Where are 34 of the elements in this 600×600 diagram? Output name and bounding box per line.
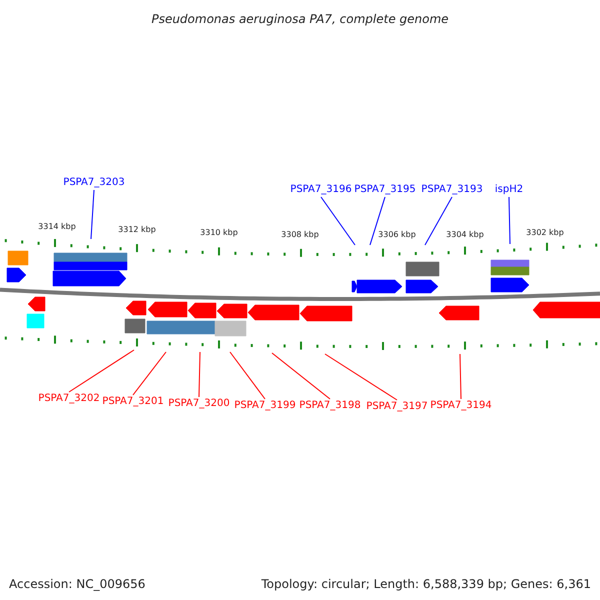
scale-label: 3312 kbp xyxy=(118,224,156,236)
leader-line xyxy=(320,196,356,246)
footer-text: Accession: NC_009656 xyxy=(9,576,146,593)
gene-label: PSPA7_3196 xyxy=(290,183,352,197)
gene-label: PSPA7_3201 xyxy=(102,395,164,409)
scale-label: 3314 kbp xyxy=(38,221,76,233)
leader-line xyxy=(230,352,266,400)
leader-line xyxy=(90,190,94,240)
gene-label: PSPA7_3195 xyxy=(354,183,416,197)
gene-label: PSPA7_3200 xyxy=(168,397,230,411)
gene-label: PSPA7_3194 xyxy=(430,399,492,413)
footer-text: Topology: circular; Length: 6,588,339 bp; Genes: 6,361 xyxy=(261,576,591,593)
scale-label: 3308 kbp xyxy=(281,229,319,241)
leader-line xyxy=(132,352,166,396)
leader-line xyxy=(460,354,462,400)
gene-label: PSPA7_3199 xyxy=(234,399,296,413)
title: Pseudomonas aeruginosa PA7, complete genome xyxy=(150,11,450,28)
leader-line xyxy=(324,354,398,400)
gene-label: PSPA7_3193 xyxy=(421,183,483,197)
leader-line xyxy=(272,352,330,400)
leader-line xyxy=(68,350,134,392)
leader-line xyxy=(198,352,200,398)
gene-label: PSPA7_3202 xyxy=(38,392,100,406)
leader-line xyxy=(370,196,386,246)
scale-label: 3302 kbp xyxy=(526,227,564,239)
leader-line xyxy=(424,196,452,246)
gene-label: PSPA7_3203 xyxy=(63,176,125,190)
scale-label: 3306 kbp xyxy=(378,229,416,241)
scale-label: 3304 kbp xyxy=(446,229,484,241)
scale-label: 3310 kbp xyxy=(200,227,238,239)
gene-label: ispH2 xyxy=(494,183,524,197)
gene-label: PSPA7_3197 xyxy=(366,400,428,414)
gene-label: PSPA7_3198 xyxy=(299,399,361,413)
leader-line xyxy=(508,196,510,244)
